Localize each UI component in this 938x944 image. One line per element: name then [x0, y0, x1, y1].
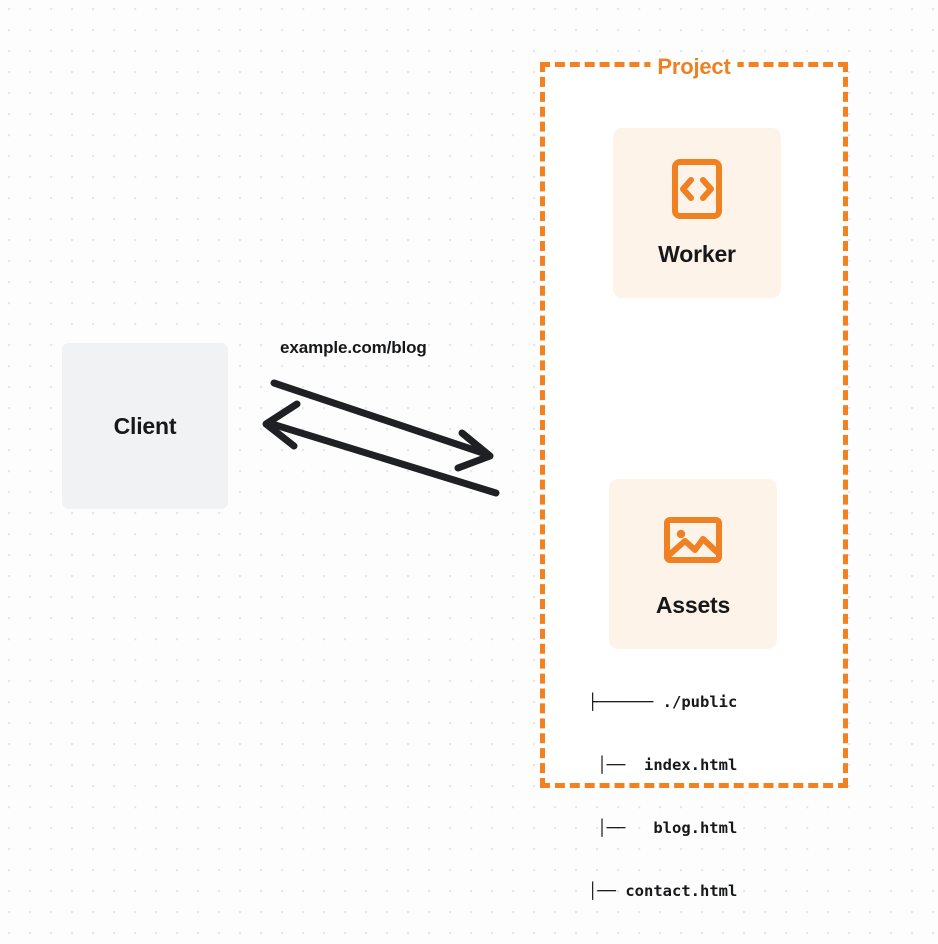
- edge-label-request-url: example.com/blog: [280, 338, 427, 357]
- file-tree-row: │── blog.html: [597, 819, 738, 837]
- assets-node-label: Assets: [655, 592, 731, 618]
- project-group-title: Project: [650, 56, 738, 78]
- file-tree-row: │── contact.html: [588, 882, 738, 900]
- code-brackets-icon: [672, 159, 722, 219]
- worker-node[interactable]: Worker: [613, 128, 781, 298]
- assets-node[interactable]: Assets: [609, 479, 777, 649]
- connector-arrows: [262, 379, 500, 497]
- diagram-canvas: Client example.com/blog Project Worker: [62, 56, 848, 900]
- request-arrow-icon: [270, 379, 494, 472]
- image-picture-icon: [664, 517, 722, 563]
- file-tree-row: ├────── ./public: [588, 693, 738, 711]
- assets-file-tree: ├────── ./public │── index.html │── blog…: [588, 650, 737, 944]
- client-node[interactable]: Client: [62, 343, 228, 509]
- response-arrow-icon: [262, 400, 500, 497]
- worker-node-label: Worker: [658, 241, 736, 267]
- client-node-label: Client: [113, 412, 177, 439]
- file-tree-row: │── index.html: [597, 756, 738, 774]
